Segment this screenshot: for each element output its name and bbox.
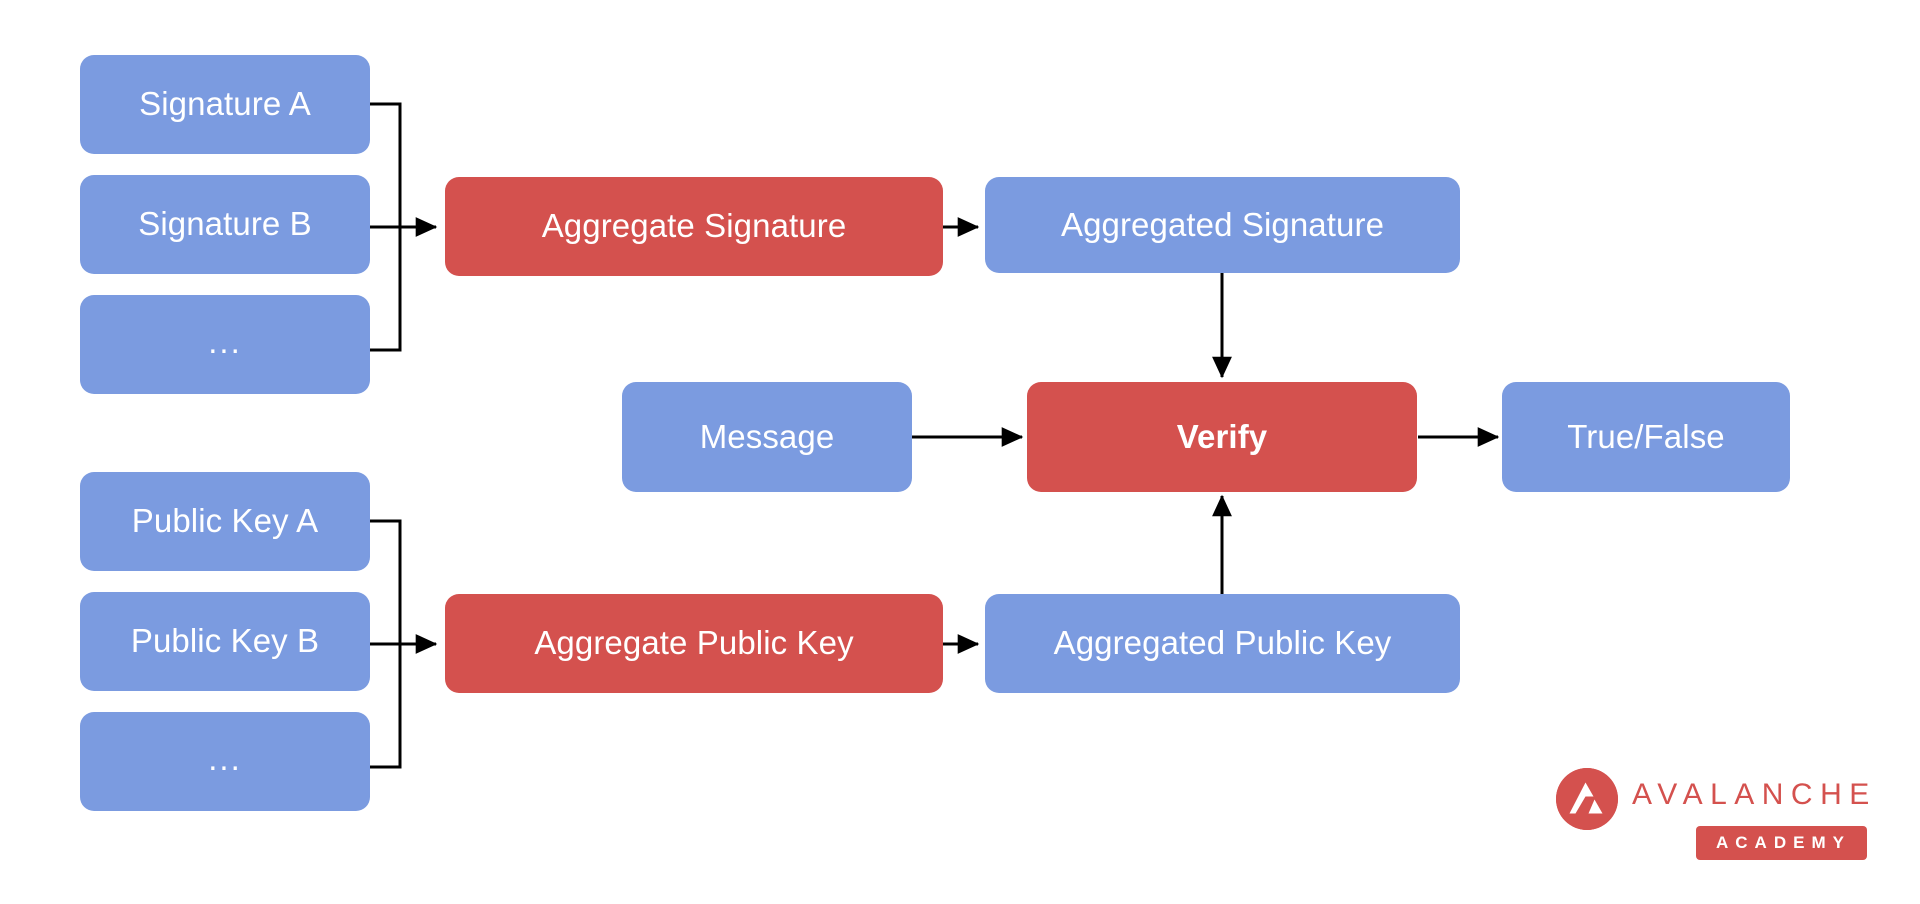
node-public-key-b-label: Public Key B <box>130 622 320 660</box>
node-signature-b[interactable]: Signature B <box>80 175 370 274</box>
wire-public-key-bus <box>370 519 402 769</box>
node-public-key-more[interactable]: ... <box>80 712 370 811</box>
node-message-label: Message <box>699 417 835 455</box>
node-aggregated-signature[interactable]: Aggregated Signature <box>985 177 1460 273</box>
wire-signature-bus <box>370 102 402 352</box>
node-aggregate-public-key-label: Aggregate Public Key <box>534 624 854 662</box>
avalanche-logo-mark-icon <box>1556 768 1618 830</box>
node-signature-b-label: Signature B <box>138 205 312 243</box>
node-aggregate-public-key[interactable]: Aggregate Public Key <box>445 594 943 693</box>
academy-badge: ACADEMY <box>1696 826 1867 860</box>
node-aggregated-public-key[interactable]: Aggregated Public Key <box>985 594 1460 693</box>
node-aggregated-public-key-label: Aggregated Public Key <box>1053 624 1392 662</box>
node-signature-more-label: ... <box>208 323 242 361</box>
node-verify-label: Verify <box>1176 417 1268 455</box>
avalanche-academy-logo: AVALANCHE ACADEMY <box>1556 766 1876 872</box>
node-public-key-a[interactable]: Public Key A <box>80 472 370 571</box>
node-signature-a-label: Signature A <box>139 85 311 123</box>
node-signature-more[interactable]: ... <box>80 295 370 394</box>
avalanche-wordmark: AVALANCHE <box>1632 778 1877 811</box>
academy-badge-label: ACADEMY <box>1716 833 1851 852</box>
node-message[interactable]: Message <box>622 382 912 492</box>
node-aggregated-signature-label: Aggregated Signature <box>1060 205 1385 243</box>
node-public-key-b[interactable]: Public Key B <box>80 592 370 691</box>
node-verify[interactable]: Verify <box>1027 382 1417 492</box>
node-public-key-more-label: ... <box>208 740 242 778</box>
node-true-false-label: True/False <box>1567 417 1725 455</box>
node-signature-a[interactable]: Signature A <box>80 55 370 154</box>
node-public-key-a-label: Public Key A <box>131 502 319 540</box>
node-aggregate-signature[interactable]: Aggregate Signature <box>445 177 943 276</box>
node-true-false[interactable]: True/False <box>1502 382 1790 492</box>
node-aggregate-signature-label: Aggregate Signature <box>541 207 847 245</box>
